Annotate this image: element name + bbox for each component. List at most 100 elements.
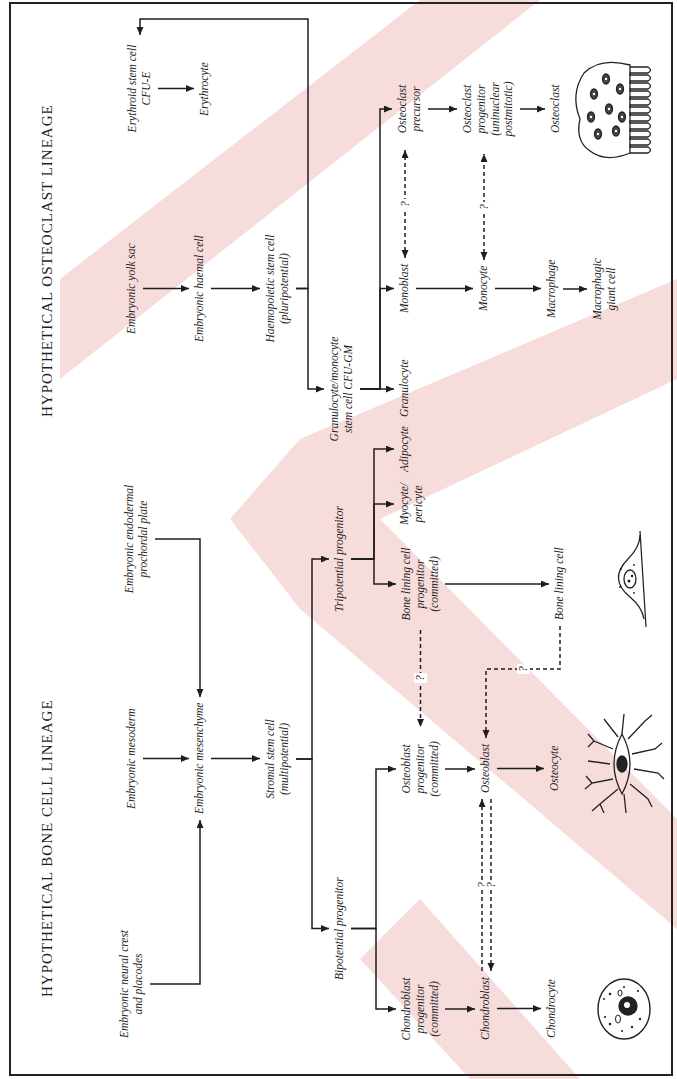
cell-name: Monocyte (477, 266, 491, 311)
cell-label: Embryonic endodermal prochordal plate (121, 480, 153, 598)
lineage-arrow (211, 758, 260, 760)
cell-name: Granulocyte/monocyte stem cell CFU-GM (328, 334, 356, 444)
cell-label: Monocyte (475, 262, 493, 315)
uncertain-mark: ? (517, 664, 530, 674)
lineage-heading: HYPOTHETICAL BONE CELL LINEAGE (39, 699, 56, 997)
cell-label: Chondrocyte (543, 975, 561, 1042)
cell-name: Embryonic neural crest and placodes (118, 929, 146, 1039)
lineage-arrow (416, 288, 473, 290)
lineage-arrow (296, 289, 324, 390)
cell-label: Granulocyte/monocyte stem cell CFU-GM (326, 330, 358, 448)
cell-label: Embryonic neural crest and placodes (116, 925, 148, 1043)
cell-label: Macrophagic giant cell (589, 250, 621, 328)
osteocyte-figure (585, 714, 664, 813)
cell-name: Osteoblast (479, 744, 493, 793)
cell-name: Erythrocyte (198, 62, 212, 116)
cell-label: Granulocyte (396, 356, 414, 421)
cell-name: Chondroblast (479, 977, 493, 1040)
lineage-arrow (497, 1008, 541, 1010)
lineage-arrow (296, 559, 329, 759)
frame (10, 3, 672, 1075)
uncertain-mark: ? (485, 880, 498, 890)
cell-label: Bipotential progenitor (331, 873, 349, 984)
lineage-arrow (563, 288, 587, 290)
lineage-arrow (351, 769, 396, 929)
cell-name: Tripotential progenitor (333, 506, 347, 612)
cell-name: Osteoclast (549, 84, 563, 133)
lineage-arrow (143, 288, 189, 290)
cell-label: Tripotential progenitor (331, 502, 349, 616)
lineage-arrow (486, 626, 560, 738)
cell-name: Myocyte/ pericyte (398, 479, 426, 529)
cell-name: Osteoclast progenitor (uninuclear postmi… (461, 70, 516, 148)
cell-name: Osteocyte (548, 746, 562, 791)
bone-lining-cell-figure (618, 531, 646, 627)
osteoclast-figure (576, 62, 651, 157)
cell-label: Stromal stem cell (multipotential) (262, 710, 294, 808)
cell-name: Haemopoietic stem cell (pluripotential) (264, 231, 292, 346)
cell-name: Chondrocyte (545, 979, 559, 1038)
cell-label: Osteoblast (477, 740, 495, 797)
cell-name: Osteoclast precursor (396, 74, 424, 144)
cell-name: Macrophage (545, 260, 559, 318)
lineage-arrow (445, 768, 475, 770)
lineage-arrow (351, 929, 396, 1010)
uncertain-mark: ? (478, 202, 491, 212)
cell-name: Bone lining cell (553, 547, 567, 620)
cell-name: Embryonic yolk sac (125, 243, 139, 334)
cell-label: Embryonic mesoderm (123, 704, 141, 813)
cell-name: Macrophagic giant cell (591, 254, 619, 324)
chondrocyte-figure (598, 979, 650, 1039)
lineage-arrow (150, 820, 200, 984)
cell-label: Chondroblast progenitor (committed) (398, 970, 443, 1048)
lineage-arrow (143, 758, 189, 760)
lineage-arrow (211, 288, 260, 290)
watermark (60, 0, 677, 1079)
cell-name: Bipotential progenitor (333, 877, 347, 980)
cell-label: Bone lining cell (551, 543, 569, 624)
cell-label: Chondroblast (477, 973, 495, 1044)
lineage-arrow (351, 449, 394, 559)
cell-name: Stromal stem cell (multipotential) (264, 714, 292, 804)
lineage-arrow (495, 288, 541, 290)
cell-label: Osteoclast precursor (394, 70, 426, 148)
cell-name: Adipocyte (398, 426, 412, 472)
lineage-arrow (360, 289, 394, 390)
lineage-arrow (158, 88, 194, 90)
lineage-arrow (520, 108, 545, 110)
lineage-arrow (351, 504, 394, 559)
cell-name: Embryonic endodermal prochordal plate (123, 484, 151, 594)
uncertain-mark: ? (399, 199, 412, 209)
cell-name: Embryonic mesenchyme (193, 703, 207, 814)
cell-name: Osteoblast progenitor (committed) (400, 733, 441, 805)
cell-label: Bone lining cell progenitor (committed) (398, 540, 443, 628)
cell-label: Monoblast (396, 260, 414, 317)
cell-label: Osteoclast progenitor (uninuclear postmi… (459, 66, 518, 152)
lineage-heading: HYPOTHETICAL OSTEOCLAST LINEAGE (39, 104, 56, 417)
cell-label: Myocyte/ pericyte (396, 475, 428, 533)
lineage-arrow (445, 583, 549, 585)
cell-label: Embryonic haemal cell (191, 231, 209, 346)
lineage-arrow (428, 108, 457, 110)
uncertain-mark: ? (414, 673, 427, 683)
cell-label: Haemopoietic stem cell (pluripotential) (262, 227, 294, 350)
lineage-arrow (155, 539, 200, 697)
cell-name: Monoblast (398, 264, 412, 313)
lineage-arrow (445, 1008, 475, 1010)
lineage-arrow (351, 559, 396, 584)
cell-name: Granulocyte (398, 360, 412, 417)
cell-name: Chondroblast progenitor (committed) (400, 974, 441, 1044)
lineage-arrow (140, 19, 308, 289)
cell-name: Erythroid stem cell CFU-E (126, 41, 154, 136)
cell-label: Osteoclast (547, 80, 565, 137)
cell-name: Bone lining cell progenitor (committed) (400, 544, 441, 624)
cell-name: Embryonic mesoderm (125, 708, 139, 809)
cell-label: Embryonic yolk sac (123, 239, 141, 338)
cell-label: Erythroid stem cell CFU-E (124, 37, 156, 140)
cell-name: Embryonic haemal cell (193, 235, 207, 342)
cell-label: Adipocyte (396, 422, 414, 476)
cell-label: Embryonic mesenchyme (191, 699, 209, 818)
lineage-arrow (360, 109, 392, 389)
cell-label: Osteoblast progenitor (committed) (398, 729, 443, 809)
